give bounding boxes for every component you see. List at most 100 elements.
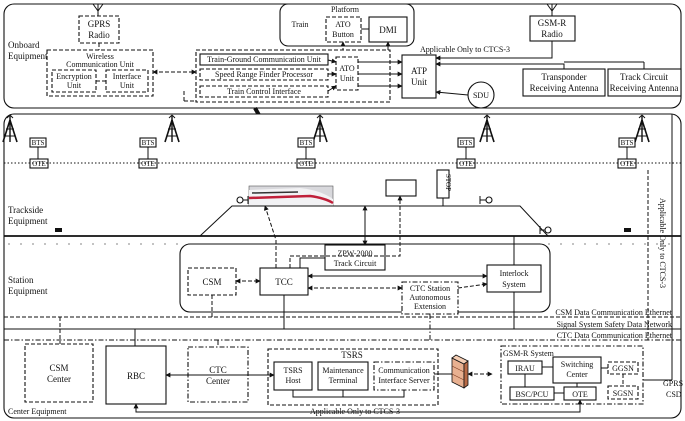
train-control-interface <box>199 85 329 98</box>
dmi-box <box>368 16 408 43</box>
signal-safety-network-label: Signal System Safety Data Network <box>556 320 672 329</box>
tsrs-host <box>273 361 313 391</box>
csm-label: CSM <box>202 277 221 287</box>
ctc-station-label-line3: Extension <box>414 302 446 311</box>
ggsn-label: GGSN <box>612 364 634 373</box>
dmi-label: DMI <box>379 25 397 35</box>
csd-label: CSD <box>666 390 682 399</box>
ctc-center-label: CTC <box>209 365 227 375</box>
station-label: Station <box>8 275 34 285</box>
wcu-label: Wireless <box>86 52 114 61</box>
signal-box <box>385 179 417 197</box>
signal-icons <box>55 196 631 234</box>
tgcu-label: Train-Ground Communication Unit <box>207 55 322 64</box>
ato-button-label-line2: Button <box>332 30 354 39</box>
interface-unit-label: Interface <box>113 72 142 81</box>
gprs-label: GPRS <box>663 379 683 388</box>
bts-label-1: BTS <box>32 139 45 147</box>
tsrs-host-label: TSRS <box>283 366 302 375</box>
bts-label-4: BTS <box>460 139 473 147</box>
interlock-label-line2: System <box>502 280 526 289</box>
gprs-antenna-icon <box>92 3 104 16</box>
comm-interface-label-line2: Interface Server <box>378 376 430 385</box>
csm-center-label: CSM <box>49 363 68 373</box>
trackside-ctcs3-note: Applicable Only to CTCS-3 <box>658 198 667 288</box>
ote-label-3: OTE <box>299 160 313 168</box>
atp-unit-label: ATP <box>411 66 427 76</box>
csm-center <box>24 343 94 403</box>
communication-interface-server <box>373 361 435 391</box>
ote-label-5: OTE <box>620 160 634 168</box>
center-ote-label: OTE <box>572 390 588 399</box>
ctc-station-autonomous-extension <box>401 281 459 315</box>
ote-label-1: OTE <box>32 160 46 168</box>
onboard-label: Onboard <box>8 40 40 50</box>
tcc-box <box>259 267 309 296</box>
gprs-radio-label: GPRS <box>88 19 111 29</box>
csm-ethernet-label: CSM Data Communication Ethernet <box>555 308 672 317</box>
onboard-ctcs3-note: Applicable Only to CTCS-3 <box>420 45 510 54</box>
onboard-label-line2: Equipment <box>8 51 48 61</box>
platform-label: Platform <box>331 5 360 14</box>
station-label-line2: Equipment <box>8 286 48 296</box>
ote-label-2: OTE <box>141 160 155 168</box>
bsc-pcu-label: BSC/PCU <box>516 390 549 399</box>
ato-unit-label: ATO <box>339 64 355 73</box>
gprs-radio-label-line2: Radio <box>88 30 110 40</box>
ctc-station-label: CTC Station <box>410 284 450 293</box>
tsrs-host-label-line2: Host <box>285 376 301 385</box>
transponder-label-line2: Receiving Antenna <box>530 83 599 93</box>
trackside-label-line2: Equipment <box>8 216 48 226</box>
tci-label: Train Control Interface <box>227 87 301 96</box>
csm-center-label-line2: Center <box>47 374 71 384</box>
interlock-system <box>486 264 542 293</box>
ato-button <box>325 16 362 43</box>
switching-center-label: Switching <box>561 360 593 369</box>
train-ground-communication-unit <box>199 53 329 66</box>
atp-unit-label-line2: Unit <box>411 77 428 87</box>
sdu-label: SDU <box>473 91 489 100</box>
ote-label-4: OTE <box>459 160 473 168</box>
maintenance-label-line2: Terminal <box>329 376 359 385</box>
gsmr-radio-label-line2: Radio <box>541 29 563 39</box>
bts-label-5: BTS <box>621 139 634 147</box>
zpw-2000-track-circuit <box>324 244 386 271</box>
ato-button-label: ATO <box>335 20 351 29</box>
track-circuit-antenna-label-line2: Receiving Antenna <box>610 83 679 93</box>
gsmr-system-label: GSM-R System <box>503 349 555 358</box>
irau-label: IRAU <box>515 364 535 373</box>
comm-interface-label: Communication <box>378 366 430 375</box>
maintenance-terminal <box>317 361 369 391</box>
wcu-label-line2: Communication Unit <box>66 60 135 69</box>
stop-label: STOP <box>444 174 452 191</box>
interlock-label: Interlock <box>500 269 529 278</box>
gsmr-radio <box>529 15 576 42</box>
maintenance-label: Maintenance <box>322 366 364 375</box>
encryption-unit-label-line2: Unit <box>67 81 82 90</box>
trackside-label: Trackside <box>8 205 43 215</box>
ctc-center-label-line2: Center <box>206 376 230 386</box>
track-circuit-receiving-antenna <box>607 68 682 97</box>
gsmr-radio-label: GSM-R <box>538 18 567 28</box>
bts-label-3: BTS <box>300 139 313 147</box>
rbc-label: RBC <box>127 371 145 381</box>
sgsn-label: SGSN <box>613 389 634 398</box>
transponder-label: Transponder <box>541 72 586 82</box>
firewall-icon <box>451 354 469 389</box>
ato-unit-label-line2: Unit <box>340 74 355 83</box>
siding-track <box>199 205 549 237</box>
gsmr-antenna-icon <box>546 3 558 16</box>
atp-unit <box>401 54 437 99</box>
train-image <box>248 185 334 207</box>
train-label: Train <box>291 20 308 29</box>
encryption-unit-label: Encryption <box>56 72 92 81</box>
zpw-label-line2: Track Circuit <box>334 259 377 268</box>
interface-unit-label-line2: Unit <box>120 81 135 90</box>
ctc-station-label-line2: Autonomous <box>409 293 450 302</box>
zpw-label: ZPW-2000 <box>337 249 372 258</box>
track-circuit-antenna-label: Track Circuit <box>620 72 668 82</box>
center-label: Center Equipment <box>8 407 67 416</box>
bts-label-2: BTS <box>142 139 155 147</box>
srfp-label: Speed Range Finder Processor <box>215 70 313 79</box>
